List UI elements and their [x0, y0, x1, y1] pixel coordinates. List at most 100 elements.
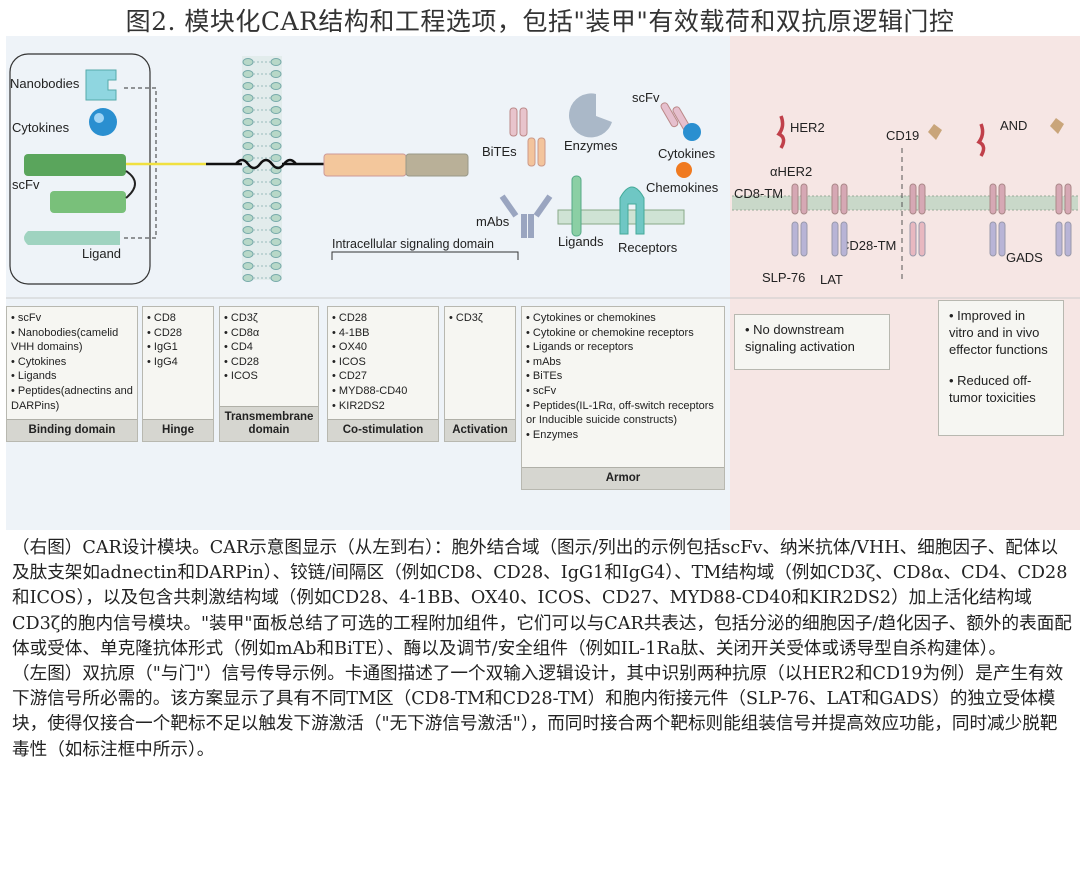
costimulation-box: CD284-1BBOX40ICOSCD27MYD88-CD40KIR2DS2 C… [327, 306, 439, 442]
lipid-head [270, 118, 282, 126]
armor-cytokines-label: Cytokines [658, 146, 716, 161]
lipid-head [242, 214, 254, 222]
domain-item: Ligands [11, 369, 133, 384]
adaptor-chain [800, 221, 808, 257]
lipid-head [270, 214, 282, 222]
domain-item: Cytokine or chemokine receptors [526, 326, 720, 341]
lipid-head [270, 202, 282, 210]
activation-caption: Activation [445, 419, 515, 441]
nanobody-icon [85, 69, 117, 101]
receptor-chain [918, 183, 926, 215]
adaptor-chain [791, 221, 799, 257]
adaptor-chain [998, 221, 1006, 257]
lipid-head [242, 82, 254, 90]
mabs-label: mAbs [476, 214, 510, 229]
scfv-light-icon [50, 191, 126, 213]
lipid-head [270, 226, 282, 234]
her2-label: HER2 [790, 120, 825, 135]
adaptor-chain [989, 221, 997, 257]
domain-item: mAbs [526, 355, 720, 370]
receptor-chain [840, 183, 848, 215]
cd19-label: CD19 [886, 128, 919, 143]
armor-box: Cytokines or chemokinesCytokine or chemo… [521, 306, 725, 490]
lipid-head [242, 142, 254, 150]
domain-item: Cytokines [11, 355, 133, 370]
logic-receptors [791, 183, 1072, 257]
lipid-head [270, 130, 282, 138]
lipid-head [270, 238, 282, 246]
receptor-chain [1055, 183, 1063, 215]
intracellular-label: Intracellular signaling domain [332, 237, 494, 251]
lipid-head [242, 178, 254, 186]
domain-item: IgG4 [147, 355, 209, 370]
domain-item: MYD88-CD40 [332, 384, 434, 399]
lipid-head [242, 250, 254, 258]
improved-item-1: • Improved in vitro and in vivo effector… [949, 308, 1048, 357]
domain-item: OX40 [332, 340, 434, 355]
domain-item: Nanobodies(camelid VHH domains) [11, 326, 133, 355]
domain-item: Ligands or receptors [526, 340, 720, 355]
domain-item: CD28 [332, 311, 434, 326]
no-signal-text: • No downstream signaling activation [745, 322, 855, 354]
domain-item: CD8α [224, 326, 314, 341]
body-text: （右图）CAR设计模块。CAR示意图显示（从左到右）：胞外结合域（图示/列出的示… [12, 536, 1074, 763]
cytokine-icon [89, 108, 117, 136]
gads-label: GADS [1006, 250, 1043, 265]
adaptor-chain [918, 221, 926, 257]
receptor-chain [800, 183, 808, 215]
lipid-head [242, 94, 254, 102]
domain-item: CD3ζ [449, 311, 511, 326]
lipid-head [242, 238, 254, 246]
receptor-chain [909, 183, 917, 215]
activation-domain-bar [405, 153, 469, 177]
receptor-chain [998, 183, 1006, 215]
scfv-label: scFv [12, 177, 40, 192]
cd19-icon [928, 124, 942, 140]
receptor-chain [831, 183, 839, 215]
cd8tm-label: CD8-TM [734, 186, 783, 201]
mab-icon [499, 194, 553, 238]
domain-item: CD27 [332, 369, 434, 384]
hinge-caption: Hinge [143, 419, 213, 441]
lipid-head [270, 94, 282, 102]
armor-cytokine-icon [683, 123, 701, 141]
activation-box: CD3ζ Activation [444, 306, 516, 442]
lipid-head [270, 190, 282, 198]
improved-item-2: • Reduced off-tumor toxicities [949, 373, 1036, 405]
domain-item: 4-1BB [332, 326, 434, 341]
lipid-head [242, 202, 254, 210]
cytokines-label: Cytokines [12, 120, 70, 135]
lipid-head [242, 190, 254, 198]
domain-item: CD8 [147, 311, 209, 326]
domain-item: scFv [11, 311, 133, 326]
receptor-chain [791, 183, 799, 215]
lipid-head [270, 178, 282, 186]
enzyme-icon [569, 93, 612, 138]
domain-item: KIR2DS2 [332, 399, 434, 414]
binding-domain-caption: Binding domain [7, 419, 137, 441]
lipid-head [242, 70, 254, 78]
adaptor-chain [1064, 221, 1072, 257]
binding-domain-outline [9, 53, 151, 285]
lipid-head [242, 58, 254, 66]
car-schematic: Nanobodies Cytokines scFv Ligand Intrace… [6, 36, 1080, 530]
transmembrane-box: CD3ζCD8αCD4CD28ICOS Transmembrane domain [219, 306, 319, 442]
adaptor-chain [909, 221, 917, 257]
improved-box: • Improved in vitro and in vivo effector… [938, 300, 1064, 436]
lipid-head [270, 142, 282, 150]
adaptor-chain [1055, 221, 1063, 257]
domain-item: ICOS [332, 355, 434, 370]
receptors-label: Receptors [618, 240, 678, 255]
lat-label: LAT [820, 272, 843, 287]
paragraph-right-panel: （右图）CAR设计模块。CAR示意图显示（从左到右）：胞外结合域（图示/列出的示… [12, 538, 1072, 659]
right-panel-bg [730, 36, 1080, 530]
chemokine-icon [676, 162, 692, 178]
domain-item: CD3ζ [224, 311, 314, 326]
domain-item: CD4 [224, 340, 314, 355]
lipid-head [270, 58, 282, 66]
domain-item: CD28 [147, 326, 209, 341]
domain-item: BiTEs [526, 369, 720, 384]
lipid-head [270, 250, 282, 258]
cd28tm-label: CD28-TM [840, 238, 896, 253]
domain-item: Peptides(IL-1Rα, off-switch receptors or… [526, 399, 720, 428]
